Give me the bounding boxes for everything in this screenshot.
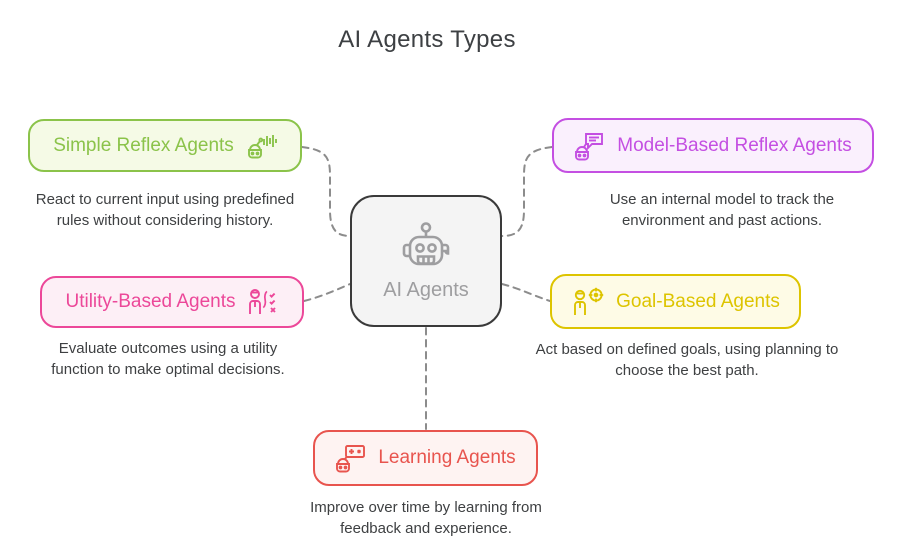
node-description: Evaluate outcomes using a utility functi… bbox=[51, 340, 285, 378]
robot-icon bbox=[402, 221, 450, 265]
person-checklist-icon bbox=[248, 289, 276, 314]
node-simple-reflex-agents: Simple Reflex Agents bbox=[28, 119, 302, 172]
connector-goal-based bbox=[501, 283, 551, 302]
connector-simple-reflex bbox=[301, 146, 351, 237]
node-learning-agents: Learning Agents bbox=[313, 430, 538, 486]
robot-board-icon bbox=[336, 445, 366, 473]
person-target-icon bbox=[574, 287, 604, 315]
node-description: Act based on defined goals, using planni… bbox=[535, 341, 839, 379]
connector-utility-based bbox=[303, 283, 351, 302]
node-model-based-reflex-agents: Model-Based Reflex Agents bbox=[552, 118, 874, 173]
robot-sound-icon bbox=[247, 134, 277, 158]
node-label: Simple Reflex Agents bbox=[53, 134, 234, 156]
node-description: React to current input using predefined … bbox=[35, 191, 295, 229]
node-label: Utility-Based Agents bbox=[65, 291, 236, 312]
node-description: Improve over time by learning from feedb… bbox=[310, 499, 542, 537]
node-label: Learning Agents bbox=[378, 447, 516, 468]
robot-chat-icon bbox=[575, 132, 604, 160]
node-label: Model-Based Reflex Agents bbox=[617, 134, 852, 156]
node-label: Goal-Based Agents bbox=[616, 290, 780, 312]
node-description: Use an internal model to track the envir… bbox=[609, 191, 835, 229]
node-goal-based-agents: Goal-Based Agents bbox=[550, 274, 801, 329]
central-node-label: AI Agents bbox=[383, 278, 469, 301]
node-utility-based-agents: Utility-Based Agents bbox=[40, 276, 304, 328]
connector-model-based bbox=[501, 146, 553, 237]
central-node-ai-agents: AI Agents bbox=[350, 195, 502, 327]
page-title: AI Agents Types bbox=[338, 26, 516, 53]
